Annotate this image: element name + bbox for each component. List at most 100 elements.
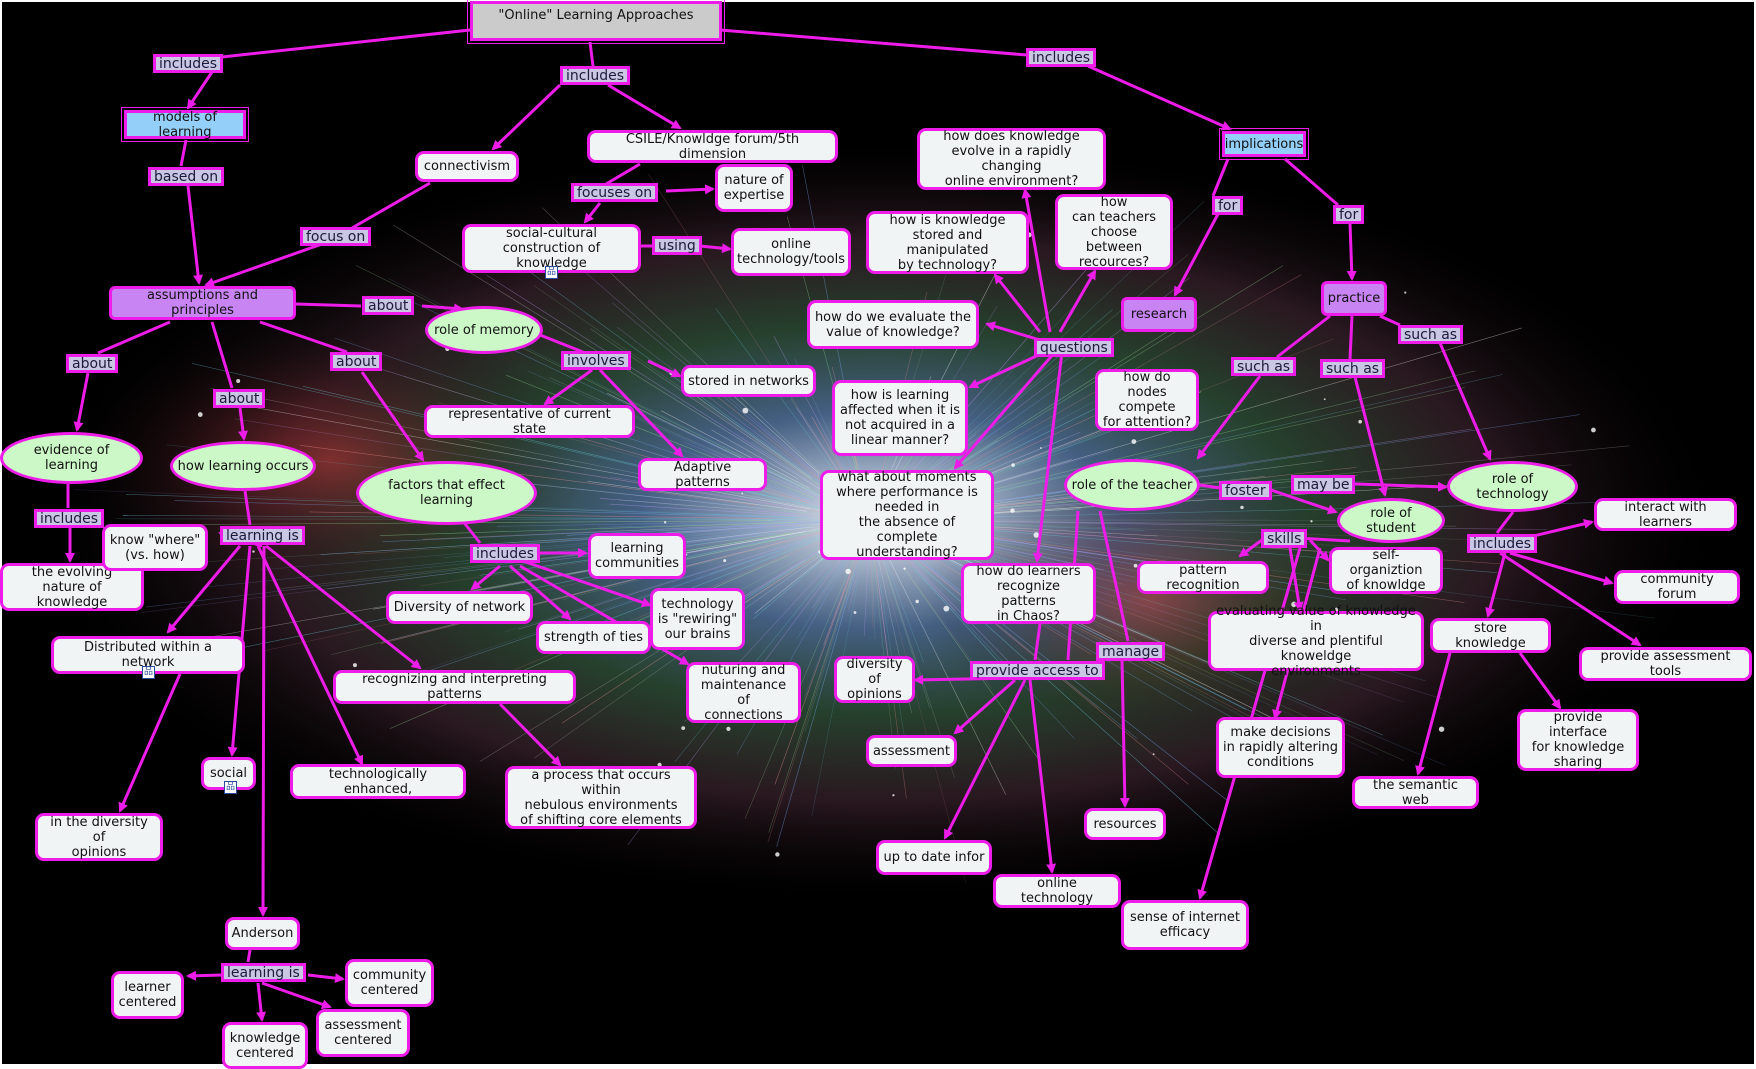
link-label-includes[interactable]: includes [560,66,631,85]
csile-node[interactable]: CSILE/Knowldge forum/5th dimension [587,130,838,163]
network-ray [660,410,810,489]
interact-with-learners-node[interactable]: interact with learners [1594,498,1737,531]
up-to-date-infor-node[interactable]: up to date infor [876,840,992,875]
know-where-node[interactable]: know "where" (vs. how) [102,524,208,571]
learning-communities-node[interactable]: learning communities [588,533,686,579]
network-star [1438,726,1445,732]
link-label-about[interactable]: about [66,354,119,373]
link-label-includes[interactable]: includes [1026,48,1097,67]
strength-of-ties-node[interactable]: strength of ties [536,621,651,654]
role-of-teacher-node[interactable]: role of the teacher [1064,459,1200,511]
link-label-using[interactable]: using [652,236,702,255]
link-label-such-as[interactable]: such as [1398,325,1464,344]
link-label-about[interactable]: about [362,296,415,315]
question-knowledge-evolve-node[interactable]: how does knowledge evolve in a rapidly c… [917,128,1106,190]
assessment-centered-node[interactable]: assessment centered [316,1009,410,1057]
link-label-questions[interactable]: questions [1034,338,1114,357]
link-label-includes[interactable]: includes [153,54,224,73]
role-of-memory-node[interactable]: role of memory [425,306,543,354]
self-organization-node[interactable]: self-organiztion of knowldge [1329,547,1443,594]
link-label-includes[interactable]: includes [1467,534,1538,553]
hierarchy-icon[interactable]: 品 [142,666,155,679]
hierarchy-icon[interactable]: 品 [545,266,558,279]
link-label-for[interactable]: for [1212,196,1244,215]
provide-assessment-tools-node[interactable]: provide assessment tools [1579,647,1752,681]
online-technology-tools-node[interactable]: online technology/tools [731,228,851,276]
evolving-nature-of-knowledge-node[interactable]: the evolving nature of knowledge [0,563,144,611]
link-label-provide-access-to[interactable]: provide access to [970,661,1105,680]
link-label-skills[interactable]: skills [1261,529,1308,548]
question-knowledge-stored-node[interactable]: how is knowledge stored and manipulated … [866,211,1029,274]
network-ray [907,557,1010,662]
hierarchy-icon[interactable]: 品 [224,781,237,794]
link-label-includes[interactable]: includes [34,509,105,528]
link-label-such-as[interactable]: such as [1320,359,1386,378]
factors-that-effect-learning-node[interactable]: factors that effect learning [356,461,537,525]
community-forum-node[interactable]: community forum [1614,570,1740,604]
provide-interface-node[interactable]: provide interface for knowledge sharing [1517,709,1639,771]
sense-of-internet-efficacy-node[interactable]: sense of internet efficacy [1121,900,1249,950]
role-of-technology-node[interactable]: role of technology [1447,461,1578,512]
link-label-involves[interactable]: involves [561,351,631,370]
link-label-about[interactable]: about [213,389,266,408]
network-star [1131,439,1137,445]
models-of-learning-node[interactable]: models of learning [121,107,249,142]
link-label-manage[interactable]: manage [1096,642,1166,661]
question-learning-affected-node[interactable]: how is learning affected when it is not … [832,380,968,456]
connectivism-node[interactable]: connectivism [415,151,519,182]
anderson-node[interactable]: Anderson [225,917,300,950]
evidence-of-learning-node[interactable]: evidence of learning [0,432,143,484]
link-label-for[interactable]: for [1333,205,1365,224]
link-label-learning-is[interactable]: learning is [221,963,306,982]
network-ray [648,173,841,475]
recognizing-interpreting-patterns-node[interactable]: recognizing and interpreting patterns [333,670,576,704]
stored-in-networks-node[interactable]: stored in networks [681,365,816,397]
process-nebulous-environments-node[interactable]: a process that occurs within nebulous en… [505,766,697,829]
diversity-of-opinions-right-node[interactable]: diversity of opinions [834,656,915,703]
network-star [1404,291,1407,294]
link-label-focus-on[interactable]: focus on [300,227,372,246]
evaluating-value-of-knowledge-node[interactable]: evaluating value of knowledge in diverse… [1208,604,1424,679]
adaptive-patterns-node[interactable]: Adaptive patterns [638,458,767,491]
link-label-such-as[interactable]: such as [1231,357,1297,376]
question-moments-performance-node[interactable]: what about moments where performance is … [820,470,994,560]
link-label-may-be[interactable]: may be [1291,475,1356,494]
link-label-about[interactable]: about [330,352,383,371]
question-nodes-compete-node[interactable]: how do nodes compete for attention? [1095,369,1199,431]
question-recognize-chaos-node[interactable]: how do learners recognize patterns in Ch… [961,563,1096,624]
technologically-enhanced-node[interactable]: technologically enhanced, [290,764,466,799]
network-star [681,726,686,731]
link-label-based-on[interactable]: based on [148,167,225,186]
diversity-of-opinions-left-node[interactable]: in the diversity of opinions [35,813,163,861]
online-technology-node[interactable]: online technology [993,874,1121,908]
representative-of-current-state-node[interactable]: representative of current state [424,405,635,438]
make-decisions-node[interactable]: make decisions in rapidly altering condi… [1216,717,1345,778]
pattern-recognition-node[interactable]: pattern recognition [1137,561,1269,594]
link-label-foster[interactable]: foster [1219,481,1272,500]
technology-rewiring-node[interactable]: technology is "rewiring" our brains [650,588,745,650]
assessment-node[interactable]: assessment [866,735,957,767]
map-title[interactable]: "Online" Learning Approaches [467,0,725,44]
learner-centered-node[interactable]: learner centered [111,971,184,1019]
link-label-includes[interactable]: includes [470,544,541,563]
diversity-of-network-node[interactable]: Diversity of network [386,591,533,624]
question-teachers-choose-node[interactable]: how can teachers choose between recource… [1055,194,1173,270]
link-label-focuses-on[interactable]: focuses on [571,183,659,202]
resources-node[interactable]: resources [1084,808,1166,840]
practice-node[interactable]: practice [1321,281,1387,316]
community-centered-node[interactable]: community centered [345,959,434,1007]
nurturing-connections-node[interactable]: nuturing and maintenance of connections [686,662,801,723]
link-label-learning-is[interactable]: learning is [220,526,305,545]
assumptions-and-principles-node[interactable]: assumptions and principles [109,286,296,320]
implications-node[interactable]: implications [1219,128,1309,160]
research-node[interactable]: research [1121,297,1197,332]
knowledge-centered-node[interactable]: knowledge centered [222,1022,308,1069]
store-knowledge-node[interactable]: store knowledge [1430,618,1551,653]
network-ray [774,570,853,785]
role-of-student-node[interactable]: role of student [1337,498,1445,543]
how-learning-occurs-node[interactable]: how learning occurs [170,441,316,491]
semantic-web-node[interactable]: the semantic web [1352,776,1479,809]
nature-of-expertise-node[interactable]: nature of expertise [715,164,793,212]
network-ray [804,550,860,698]
question-evaluate-value-node[interactable]: how do we evaluate the value of knowledg… [807,300,979,349]
